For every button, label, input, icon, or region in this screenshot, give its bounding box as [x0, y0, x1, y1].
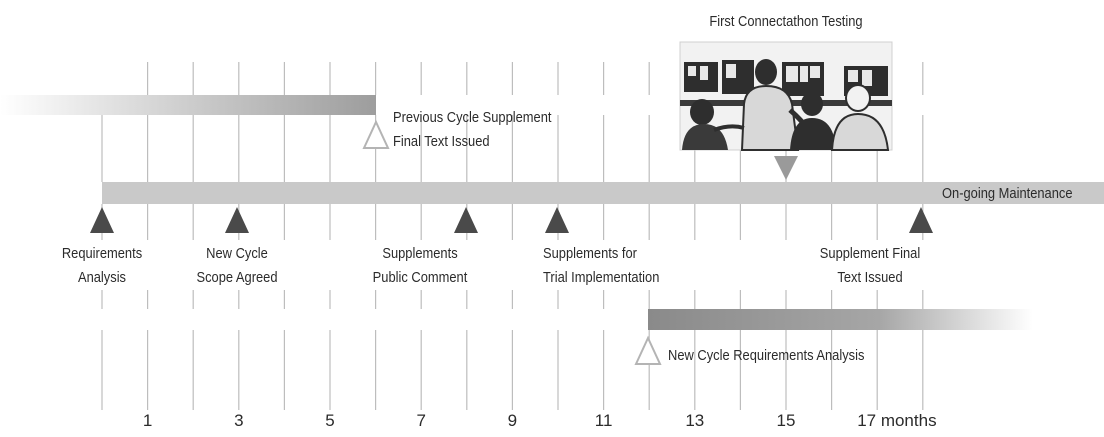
connectathon-pointer-icon: [774, 156, 798, 180]
previous-cycle-label-2: Final Text Issued: [393, 133, 490, 150]
new-cycle-analysis-label: New Cycle Requirements Analysis: [668, 347, 865, 364]
month-tick-label: 13: [685, 411, 705, 430]
month-tick-label: 17 months: [857, 411, 937, 430]
public-comment-label: Supplements: [382, 245, 458, 262]
trial-marker-icon: [545, 207, 569, 233]
month-tick-label: 9: [507, 411, 518, 430]
month-tick-label: 7: [416, 411, 426, 430]
main-timeline-bar: [102, 182, 1104, 204]
new-cycle-hollow-marker: [634, 335, 662, 365]
new-cycle-marker-icon: [225, 207, 249, 233]
new-cycle-label: New Cycle: [206, 245, 268, 262]
previous-cycle-hollow-marker: [362, 119, 390, 149]
month-tick-label: 11: [594, 411, 613, 430]
requirements-label-2: Analysis: [77, 269, 127, 286]
month-tick-label: 5: [325, 411, 335, 430]
ongoing-maintenance-label: On-going Maintenance: [942, 185, 1073, 202]
previous-cycle-label: Previous Cycle Supplement: [393, 109, 552, 126]
trial-label-2: Trial Implementation: [543, 269, 660, 286]
month-gridlines: [101, 62, 924, 410]
new-cycle-bar: [648, 309, 1033, 330]
trial-label: Supplements for: [543, 245, 637, 262]
month-tick-label: 1: [142, 411, 153, 430]
requirements-marker-icon: [90, 207, 114, 233]
requirements-label: Requirements: [61, 245, 143, 262]
public-comment-label-2: Public Comment: [372, 269, 468, 286]
connectathon-photo-icon: [679, 41, 893, 151]
final-text-label-2: Text Issued: [837, 269, 903, 286]
new-cycle-label-2: Scope Agreed: [196, 269, 278, 286]
final-text-marker-icon: [909, 207, 933, 233]
month-tick-label: 3: [234, 411, 244, 430]
public-comment-marker-icon: [454, 207, 478, 233]
final-text-label: Supplement Final: [819, 245, 921, 262]
previous-cycle-bar: [0, 95, 376, 115]
photo-caption: First Connectathon Testing: [709, 13, 863, 30]
month-tick-label: 15: [776, 411, 796, 430]
